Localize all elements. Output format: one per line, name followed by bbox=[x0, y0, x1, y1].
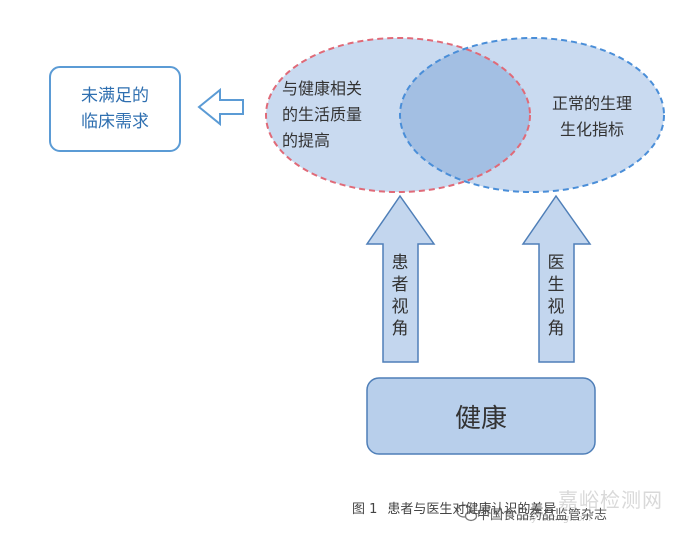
left-ellipse-line2: 的生活质量 bbox=[282, 105, 363, 124]
right-ellipse-text: 正常的生理 生化指标 bbox=[540, 91, 644, 143]
doctor-arrow-label: 医生视角 bbox=[547, 253, 565, 339]
patient-arrow bbox=[365, 194, 436, 363]
watermark-domain: AnyTesting.com bbox=[520, 514, 592, 524]
left-ellipse-text: 与健康相关 的生活质量 的提高 bbox=[282, 76, 386, 154]
health-box bbox=[366, 377, 596, 455]
left-ellipse-border bbox=[265, 37, 531, 193]
figure-caption: 图 1 患者与医生对健康认识的差异 bbox=[352, 498, 566, 517]
unmet-needs-line2: 临床需求 bbox=[81, 112, 149, 132]
ellipse-overlap bbox=[400, 38, 530, 192]
right-ellipse-line1: 正常的生理 bbox=[551, 94, 632, 113]
wechat-icon bbox=[456, 504, 478, 522]
watermark-account: 中国食品药品监管杂志 bbox=[477, 508, 608, 523]
figure-number: 图 1 bbox=[352, 502, 378, 517]
left-ellipse-line3: 的提高 bbox=[282, 131, 331, 150]
doctor-arrow bbox=[521, 194, 592, 363]
right-ellipse-line2: 生化指标 bbox=[559, 120, 624, 139]
watermark-site: 嘉峪检测网 bbox=[558, 488, 663, 512]
unmet-needs-text: 未满足的 临床需求 bbox=[50, 83, 180, 135]
right-ellipse-border bbox=[399, 37, 665, 193]
patient-arrow-label: 患者视角 bbox=[391, 253, 409, 339]
hollow-left-arrow-icon bbox=[197, 87, 244, 127]
left-ellipse-line1: 与健康相关 bbox=[282, 79, 363, 98]
unmet-needs-line1: 未满足的 bbox=[81, 86, 149, 106]
unmet-needs-box bbox=[49, 66, 181, 152]
health-label: 健康 bbox=[454, 404, 507, 434]
figure-title: 患者与医生对健康认识的差异 bbox=[387, 502, 557, 517]
